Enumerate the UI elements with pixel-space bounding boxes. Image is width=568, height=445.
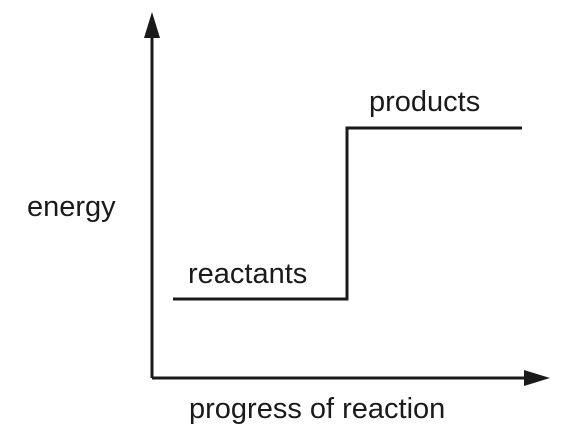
products-label: products [369, 86, 480, 118]
x-axis-arrowhead [524, 370, 550, 386]
x-axis-label: progress of reaction [189, 393, 445, 425]
y-axis-arrowhead [144, 12, 160, 38]
y-axis-label: energy [27, 191, 116, 223]
reactants-label: reactants [188, 258, 307, 290]
energy-profile-line [173, 126, 522, 301]
